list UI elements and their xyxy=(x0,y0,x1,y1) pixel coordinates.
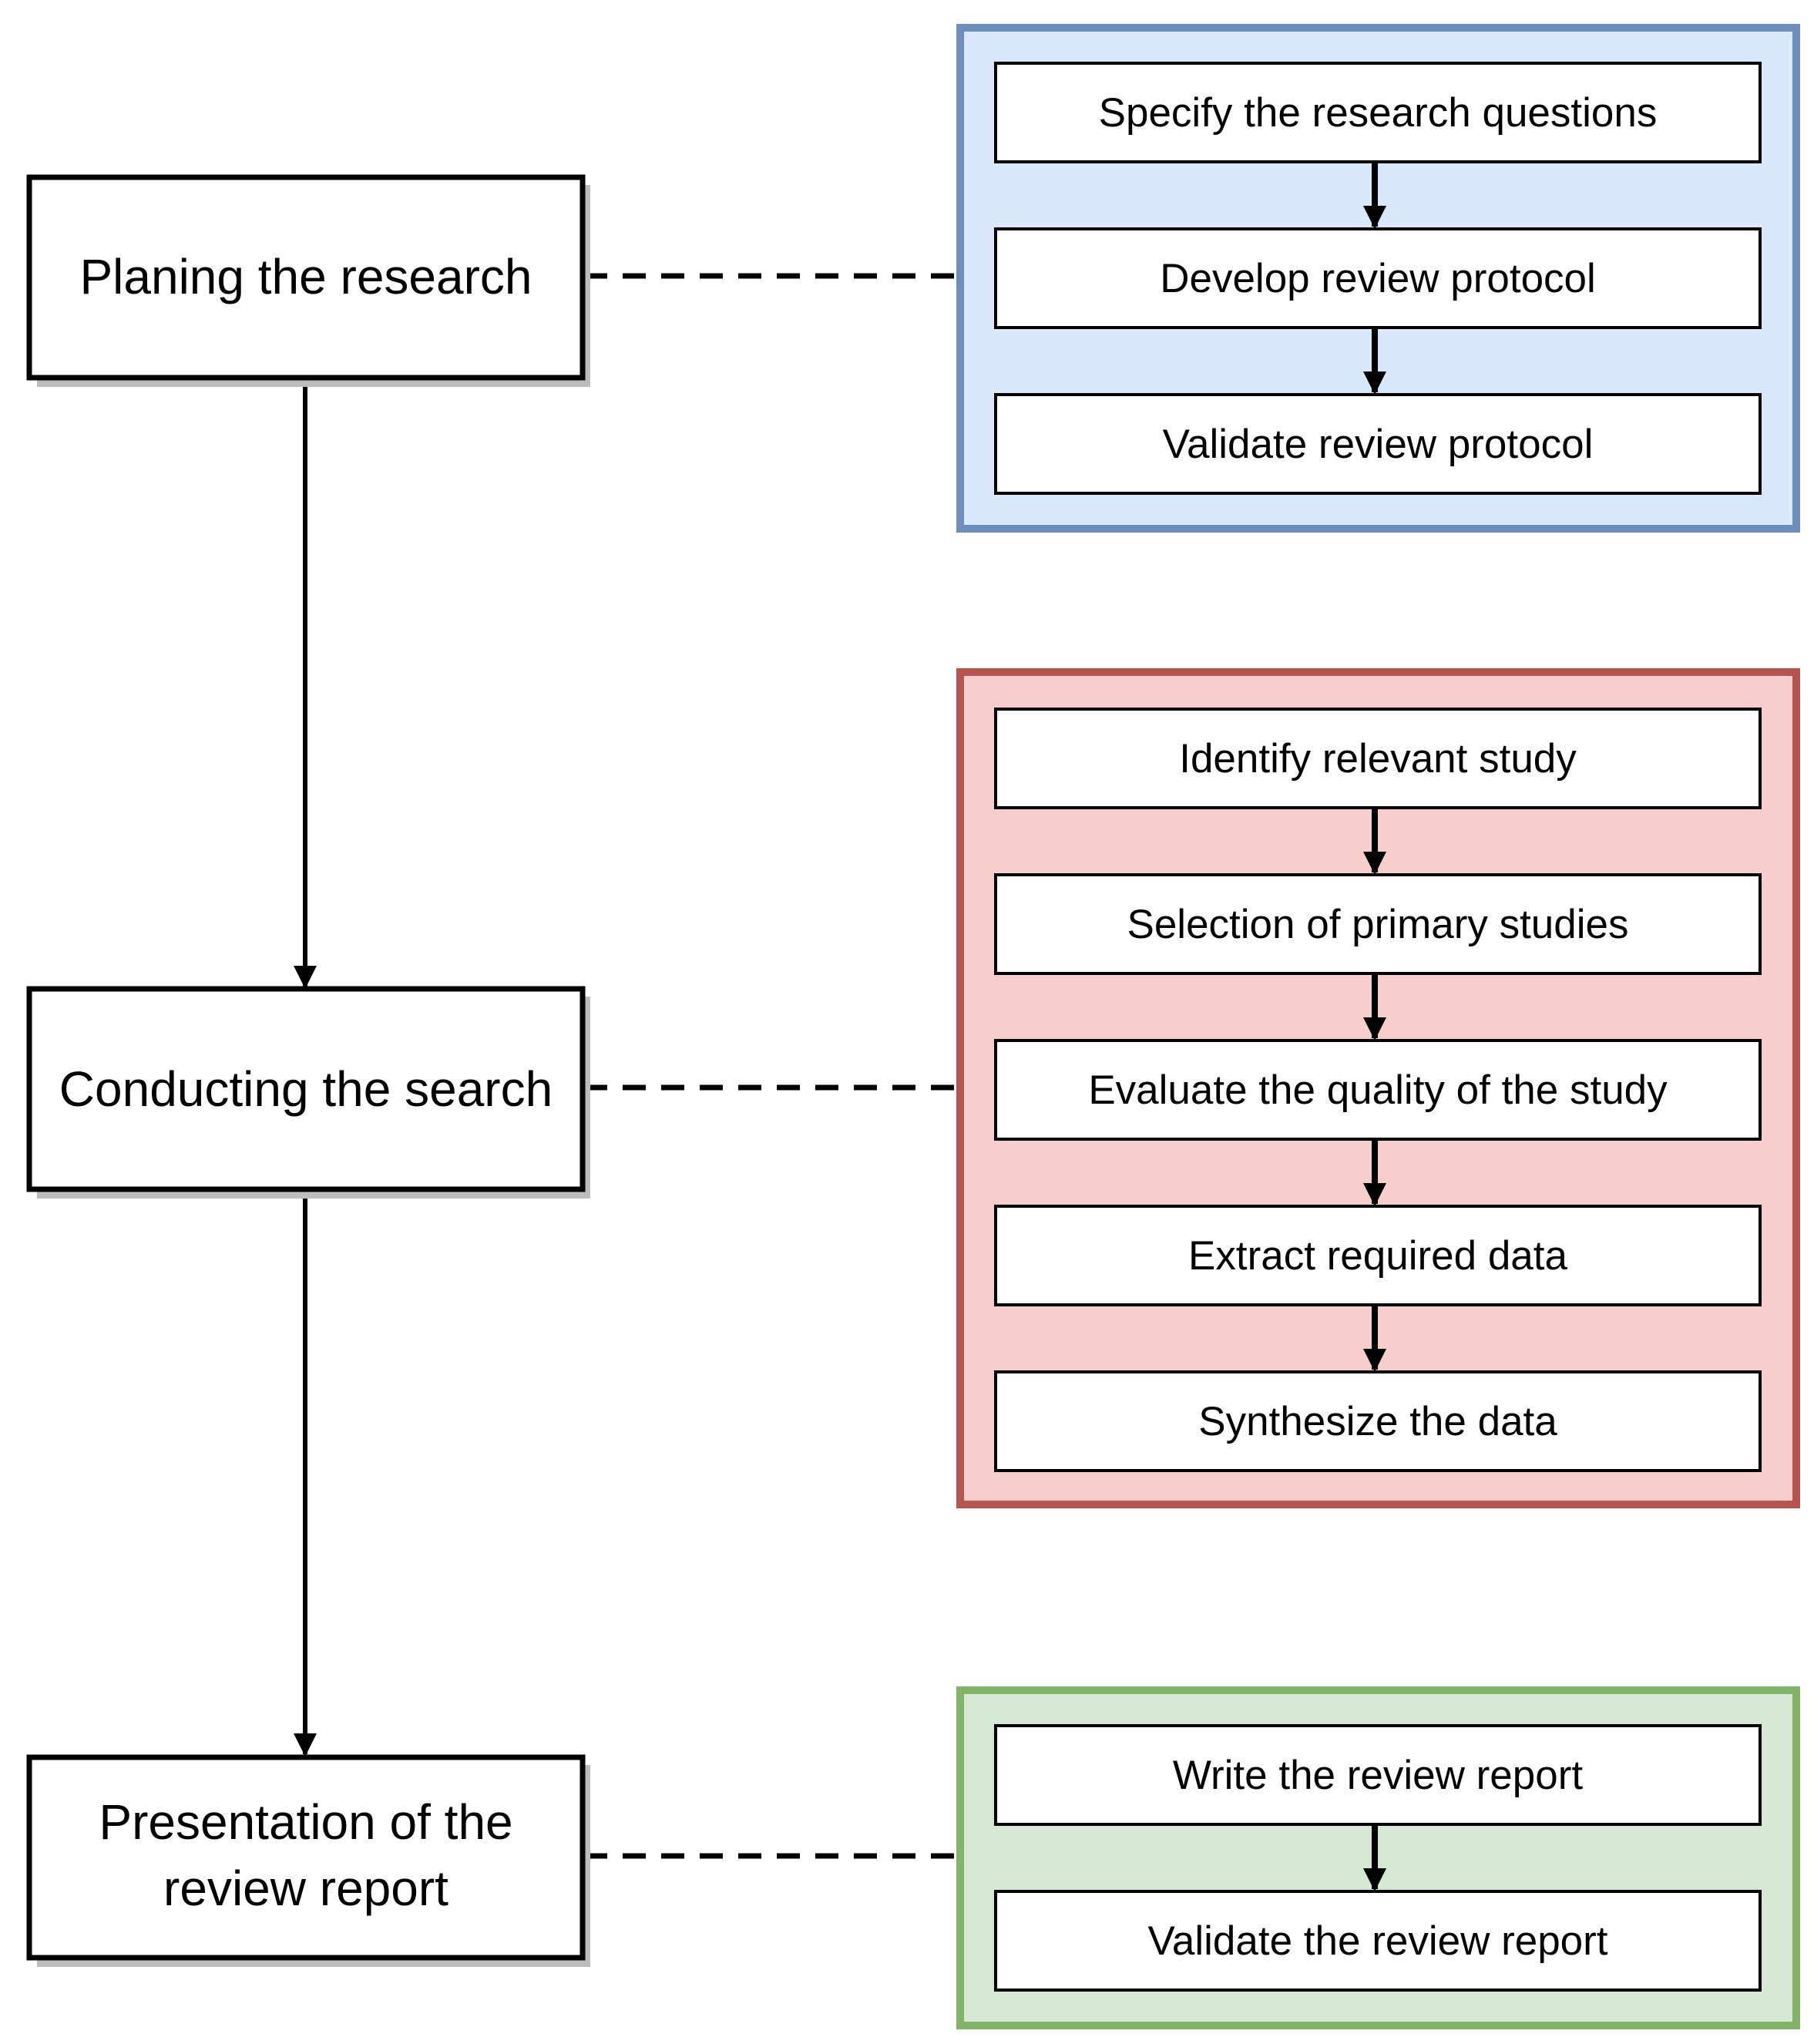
step-label: Synthesize the data xyxy=(1198,1399,1557,1444)
step-box xyxy=(994,1890,1762,1992)
phase-box-frame xyxy=(26,1754,586,1961)
phase-label-reporting-line-1: Presentation of the xyxy=(99,1794,512,1850)
step-box xyxy=(994,1039,1762,1141)
reporting-steps: Write the review report Validate the rev… xyxy=(994,1724,1762,1992)
phase-label-planning: Planing the research xyxy=(79,249,532,304)
step-label: Extract required data xyxy=(1188,1233,1568,1279)
phase-box-frame xyxy=(26,986,586,1192)
step-label: Evaluate the quality of the study xyxy=(1088,1067,1668,1113)
phase-label-reporting-line-2: review report xyxy=(163,1861,448,1916)
step-box xyxy=(994,393,1762,495)
step-label: Validate the review report xyxy=(1147,1918,1607,1964)
phase-box-conducting: Conducting the search xyxy=(26,986,590,1198)
phase-box-reporting: Presentation of the review report xyxy=(26,1754,590,1967)
phase-box-planning: Planing the research xyxy=(26,174,590,387)
step-label: Selection of primary studies xyxy=(1127,902,1628,947)
conducting-steps: Identify relevant study Selection of pri… xyxy=(994,708,1762,1472)
step-box xyxy=(994,1370,1762,1472)
step-label: Write the review report xyxy=(1173,1753,1583,1798)
step-box xyxy=(994,708,1762,809)
step-label: Specify the research questions xyxy=(1099,90,1658,136)
step-box xyxy=(994,227,1762,329)
planning-steps: Specify the research questions Develop r… xyxy=(994,62,1762,495)
step-box xyxy=(994,1205,1762,1306)
phase-label-conducting: Conducting the search xyxy=(59,1061,553,1117)
step-label: Validate review protocol xyxy=(1163,422,1594,467)
step-label: Identify relevant study xyxy=(1179,736,1577,782)
step-label: Develop review protocol xyxy=(1160,256,1596,301)
phase-box-frame xyxy=(26,174,586,381)
